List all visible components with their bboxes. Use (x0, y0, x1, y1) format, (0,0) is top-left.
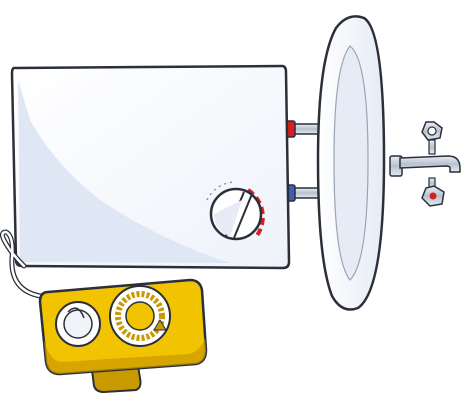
timer-pointer-icon (153, 319, 167, 331)
dial-shade (213, 200, 242, 236)
timer-side-shade (44, 338, 206, 374)
water-heater-tank (10, 64, 291, 270)
temperature-dial (206, 181, 265, 241)
cold-tap-handle (421, 177, 445, 207)
tank-highlight (24, 76, 72, 87)
washbasin (316, 15, 386, 311)
hot-tap-handle (421, 121, 443, 155)
temperature-scale-red (246, 188, 265, 240)
faucet (389, 155, 461, 177)
timer-dial (109, 285, 171, 347)
timer-socket (55, 301, 101, 347)
basin-inner (333, 45, 369, 281)
tank-shading (18, 80, 230, 263)
plug-in-timer (38, 278, 208, 394)
